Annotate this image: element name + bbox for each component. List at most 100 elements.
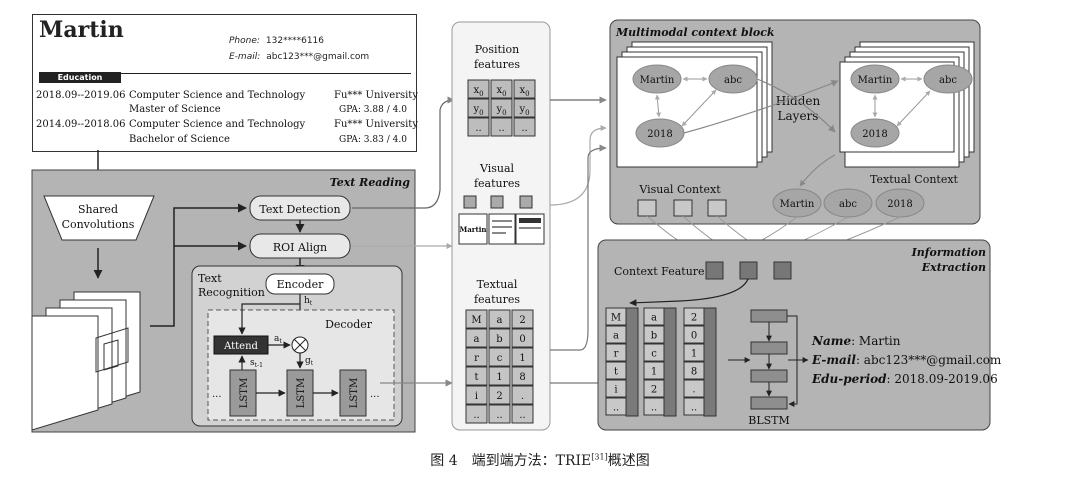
encoder-to-attend-arrow <box>238 303 300 335</box>
textual-cell: 0 <box>519 334 525 345</box>
row2-degree: Master of Science <box>129 104 221 115</box>
textual-cell: 2 <box>496 391 502 402</box>
textual-cell: r <box>474 353 479 364</box>
svg-text:LSTM: LSTM <box>239 378 250 408</box>
svg-text:2018: 2018 <box>862 129 887 140</box>
ie-title-1: Information <box>911 246 986 259</box>
ie-token-cell: a <box>613 331 619 342</box>
ie-title-2: Extraction <box>921 261 986 274</box>
blstm-module: BLSTM <box>728 309 809 427</box>
row3-major: Computer Science and Technology <box>129 119 306 130</box>
output-name: Name: Martin <box>811 334 901 348</box>
visual-context-cell-2 <box>673 199 693 217</box>
ie-token-cell: 1 <box>651 367 657 378</box>
position-cell: x0 <box>473 85 483 98</box>
lstm-cell-2: LSTM <box>286 369 314 417</box>
visual-context-label: Visual Context <box>638 183 721 196</box>
textual-cell: 8 <box>519 372 525 383</box>
ie-token-cell: 2 <box>651 385 657 396</box>
text-reading-title: Text Reading <box>330 176 411 189</box>
svg-text:LSTM: LSTM <box>349 378 360 408</box>
textual-cell: b <box>496 334 502 345</box>
lstm-cell-3: LSTM <box>339 369 367 417</box>
svg-text:abc: abc <box>939 75 957 86</box>
visual-features-crops: Martin <box>458 195 545 245</box>
ie-token-cell: a <box>651 313 657 324</box>
context-feature-cell-1 <box>705 261 724 280</box>
textual-cell: a <box>497 315 503 326</box>
resume-email: E-mail: abc123***@gmail.com <box>229 52 369 62</box>
lstm-ellipsis-left: ... <box>212 389 222 400</box>
caption-suffix: 概述图 <box>607 453 650 469</box>
row2-gpa: GPA: 3.88 / 4.0 <box>339 105 407 115</box>
ie-token-cell: .. <box>613 403 619 414</box>
text-recognition-line1: Text <box>198 272 222 285</box>
row1-major: Computer Science and Technology <box>129 90 306 101</box>
position-cell: x0 <box>496 85 506 98</box>
visual-context-cell-3 <box>707 199 727 217</box>
position-title-1: Position <box>475 43 519 56</box>
visual-title-2: features <box>474 177 520 190</box>
ie-context-bar <box>703 307 717 417</box>
position-cell: y0 <box>472 104 483 117</box>
context-feature-cell-3 <box>773 261 792 280</box>
ie-token-cell: . <box>692 385 695 396</box>
visual-context-cell-1 <box>637 199 657 217</box>
attend-label: Attend <box>223 341 258 352</box>
row3-date: 2014.09--2018.06 <box>36 119 126 130</box>
phone-value: 132****6116 <box>265 36 325 46</box>
textual-cell: .. <box>473 410 479 421</box>
right-graph: Martin abc 2018 <box>850 64 973 148</box>
ie-context-bar <box>625 307 639 417</box>
ie-outputs: Name: Martin E-mail: abc123***@gmail.com… <box>811 334 1002 386</box>
context-to-tokens-arrow <box>629 278 749 307</box>
ie-token-cell: 8 <box>691 367 697 378</box>
svg-text:abc: abc <box>839 199 857 210</box>
left-graph: Martin abc 2018 <box>632 64 758 148</box>
output-email: E-mail: abc123***@gmail.com <box>811 353 1002 367</box>
text-reading-panel: Text Reading Shared Convolutions Text De… <box>31 169 416 433</box>
blstm-label: BLSTM <box>748 414 790 427</box>
h-t-label: ht <box>304 296 313 307</box>
textual-cell: c <box>497 353 503 364</box>
ie-token-cell: 0 <box>691 331 697 342</box>
text-recognition-panel: Text Recognition Encoder ht Decoder Atte… <box>191 265 403 427</box>
row1-date: 2018.09--2019.06 <box>36 90 126 101</box>
row4-degree: Bachelor of Science <box>129 134 230 145</box>
multimodal-context-block: Multimodal context block Martin abc 2018… <box>609 19 981 225</box>
textual-cell: .. <box>496 410 502 421</box>
decoder-label: Decoder <box>325 318 373 331</box>
ie-token-cell: .. <box>691 403 697 414</box>
position-cell: y0 <box>495 104 506 117</box>
visual-title-1: Visual <box>479 162 515 175</box>
ie-token-cell: 1 <box>691 349 697 360</box>
textual-cell: a <box>474 334 480 345</box>
phone-label: Phone: <box>229 36 260 46</box>
output-edu-period: Edu-period: 2018.09-2019.06 <box>811 372 998 386</box>
s-t1-label: st-1 <box>250 358 263 369</box>
figure-caption: 图 4 端到端方法：TRIE[31]概述图 <box>0 450 1080 470</box>
trie-diagram: Text Reading Shared Convolutions Text De… <box>31 19 1002 433</box>
svg-text:2018: 2018 <box>647 129 672 140</box>
svg-text:LSTM: LSTM <box>296 378 307 408</box>
hidden-layers-2: Layers <box>778 109 819 123</box>
context-feature-label: Context Feature <box>614 265 705 278</box>
textual-cell: i <box>475 391 478 402</box>
visual-to-mm-arrow <box>549 125 607 206</box>
position-title-2: features <box>474 58 520 71</box>
shared-conv-line2: Convolutions <box>62 218 135 231</box>
features-to-detection-arrow <box>150 203 247 327</box>
text-recognition-line2: Recognition <box>198 286 265 299</box>
row1-school: Fu*** University <box>334 90 418 101</box>
ie-token-cell: b <box>651 331 657 342</box>
information-extraction-block: Information Extraction Context Feature M… <box>597 239 1002 431</box>
ie-token-cell: M <box>611 313 621 324</box>
row3-school: Fu*** University <box>334 119 418 130</box>
row4-gpa: GPA: 3.83 / 4.0 <box>339 135 407 145</box>
resume-document: Martin Phone:132****6116 E-mail:abc123**… <box>32 14 418 152</box>
email-label: E-mail: <box>229 52 261 62</box>
email-value: abc123***@gmail.com <box>266 52 370 62</box>
svg-text:2018: 2018 <box>887 199 912 210</box>
